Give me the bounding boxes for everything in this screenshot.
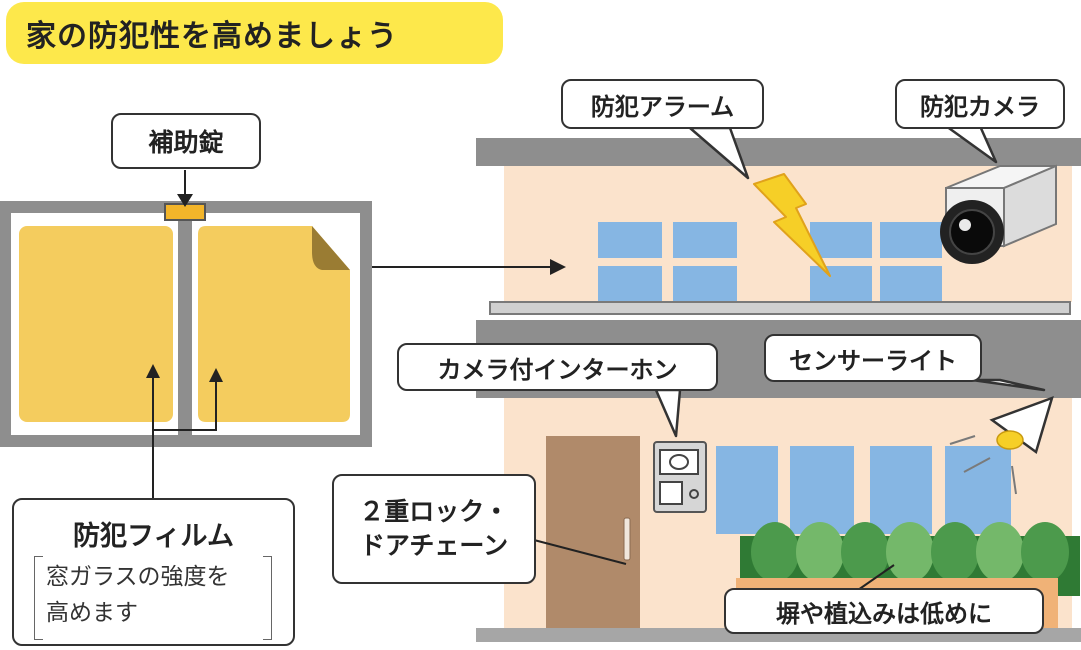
auxiliary-lock-label: 補助錠 bbox=[148, 128, 224, 157]
double-lock-label-line1: ２重ロック・ bbox=[359, 497, 509, 527]
arrowheads bbox=[146, 194, 566, 382]
fence-label: 塀や植込みは低めに bbox=[776, 599, 992, 628]
security-camera-icon bbox=[940, 164, 1057, 264]
sensor-light-icon bbox=[949, 395, 1054, 495]
film-callout: 防犯フィルム 窓ガラスの強度を 高めます bbox=[12, 498, 295, 646]
callout-auxiliary-lock: 補助錠 bbox=[111, 113, 261, 169]
double-lock-label-line2: ドアチェーン bbox=[359, 531, 509, 560]
balcony-rail bbox=[489, 301, 1071, 315]
callout-double-lock: ２重ロック・ ドアチェーン bbox=[332, 474, 536, 584]
alarm-label: 防犯アラーム bbox=[590, 92, 735, 121]
film-description: 窓ガラスの強度を 高めます bbox=[34, 556, 272, 640]
callout-fence: 塀や植込みは低めに bbox=[724, 588, 1044, 634]
window-mullion bbox=[178, 212, 192, 436]
intercom-device bbox=[653, 441, 707, 513]
callout-sensor-light: センサーライト bbox=[764, 334, 982, 382]
lower-windows bbox=[716, 446, 1011, 534]
left-bracket bbox=[34, 556, 43, 640]
window-pane-left bbox=[19, 226, 173, 422]
alarm-bolt-icon bbox=[753, 173, 831, 277]
intercom-label: カメラ付インターホン bbox=[437, 355, 678, 384]
page-title: 家の防犯性を高めましょう bbox=[6, 2, 503, 64]
callout-camera: 防犯カメラ bbox=[895, 79, 1065, 129]
film-description-line2: 高めます bbox=[46, 599, 138, 626]
window-diagram bbox=[0, 201, 372, 447]
window-pane-right bbox=[198, 226, 350, 422]
callout-alarm: 防犯アラーム bbox=[561, 79, 764, 129]
callout-intercom: カメラ付インターホン bbox=[397, 343, 718, 391]
hedge bbox=[740, 522, 1080, 596]
film-title: 防犯フィルム bbox=[73, 521, 234, 552]
upper-windows bbox=[598, 222, 942, 304]
camera-label: 防犯カメラ bbox=[920, 92, 1040, 121]
sensor-light-label: センサーライト bbox=[789, 346, 957, 375]
house bbox=[476, 138, 1081, 642]
film-peel-corner bbox=[312, 226, 350, 270]
film-description-line1: 窓ガラスの強度を bbox=[46, 564, 230, 590]
door-handle bbox=[623, 517, 631, 561]
connectors bbox=[152, 170, 895, 591]
right-bracket bbox=[263, 556, 272, 640]
